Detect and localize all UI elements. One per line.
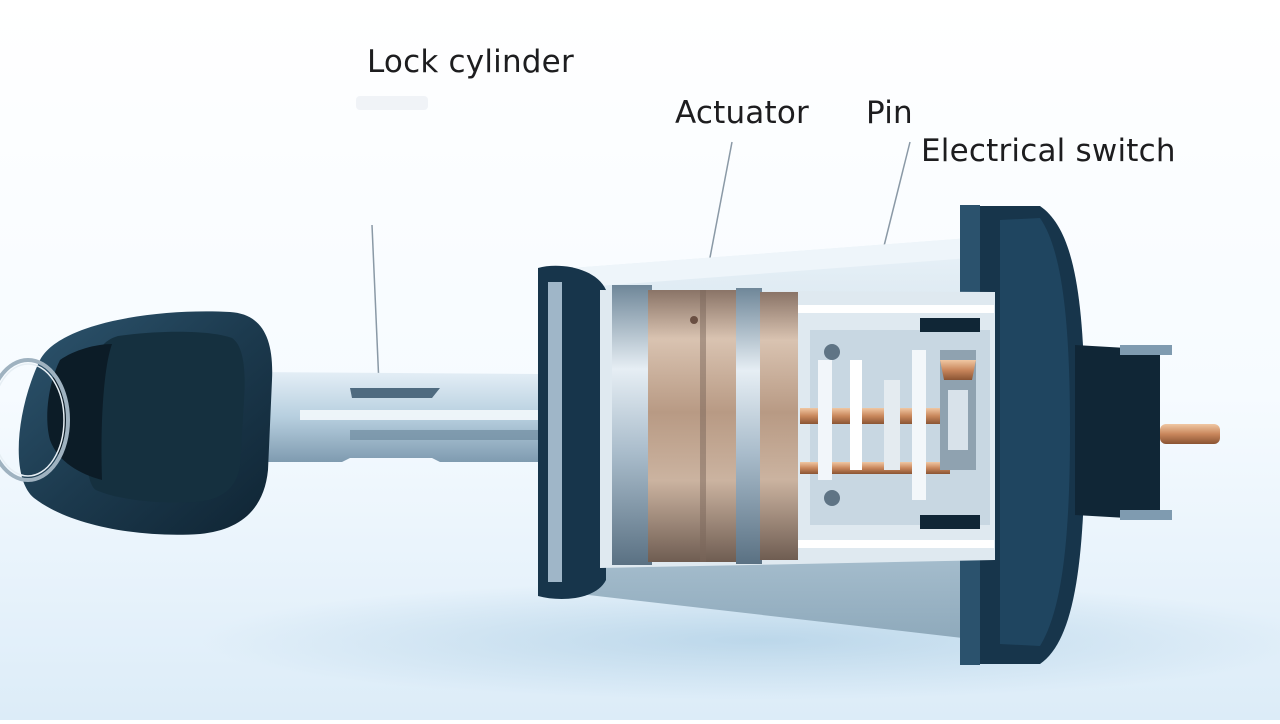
- leader-line-actuator: [707, 141, 733, 269]
- leader-line-lock-cylinder: [371, 224, 380, 386]
- connector-terminal: [1160, 424, 1220, 444]
- label-electrical-switch: Electrical switch: [921, 133, 1176, 169]
- label-lock-cylinder: Lock cylinder: [367, 44, 574, 80]
- label-actuator: Actuator: [675, 95, 809, 131]
- electrical-switch-assembly: [798, 305, 994, 548]
- key-blade: [250, 372, 540, 462]
- car-key-icon: [18, 311, 273, 535]
- key-ring-icon: [0, 358, 70, 482]
- label-pin: Pin: [866, 95, 913, 131]
- actuator-cylinder: [612, 285, 798, 565]
- watermark-smudge: [356, 96, 428, 110]
